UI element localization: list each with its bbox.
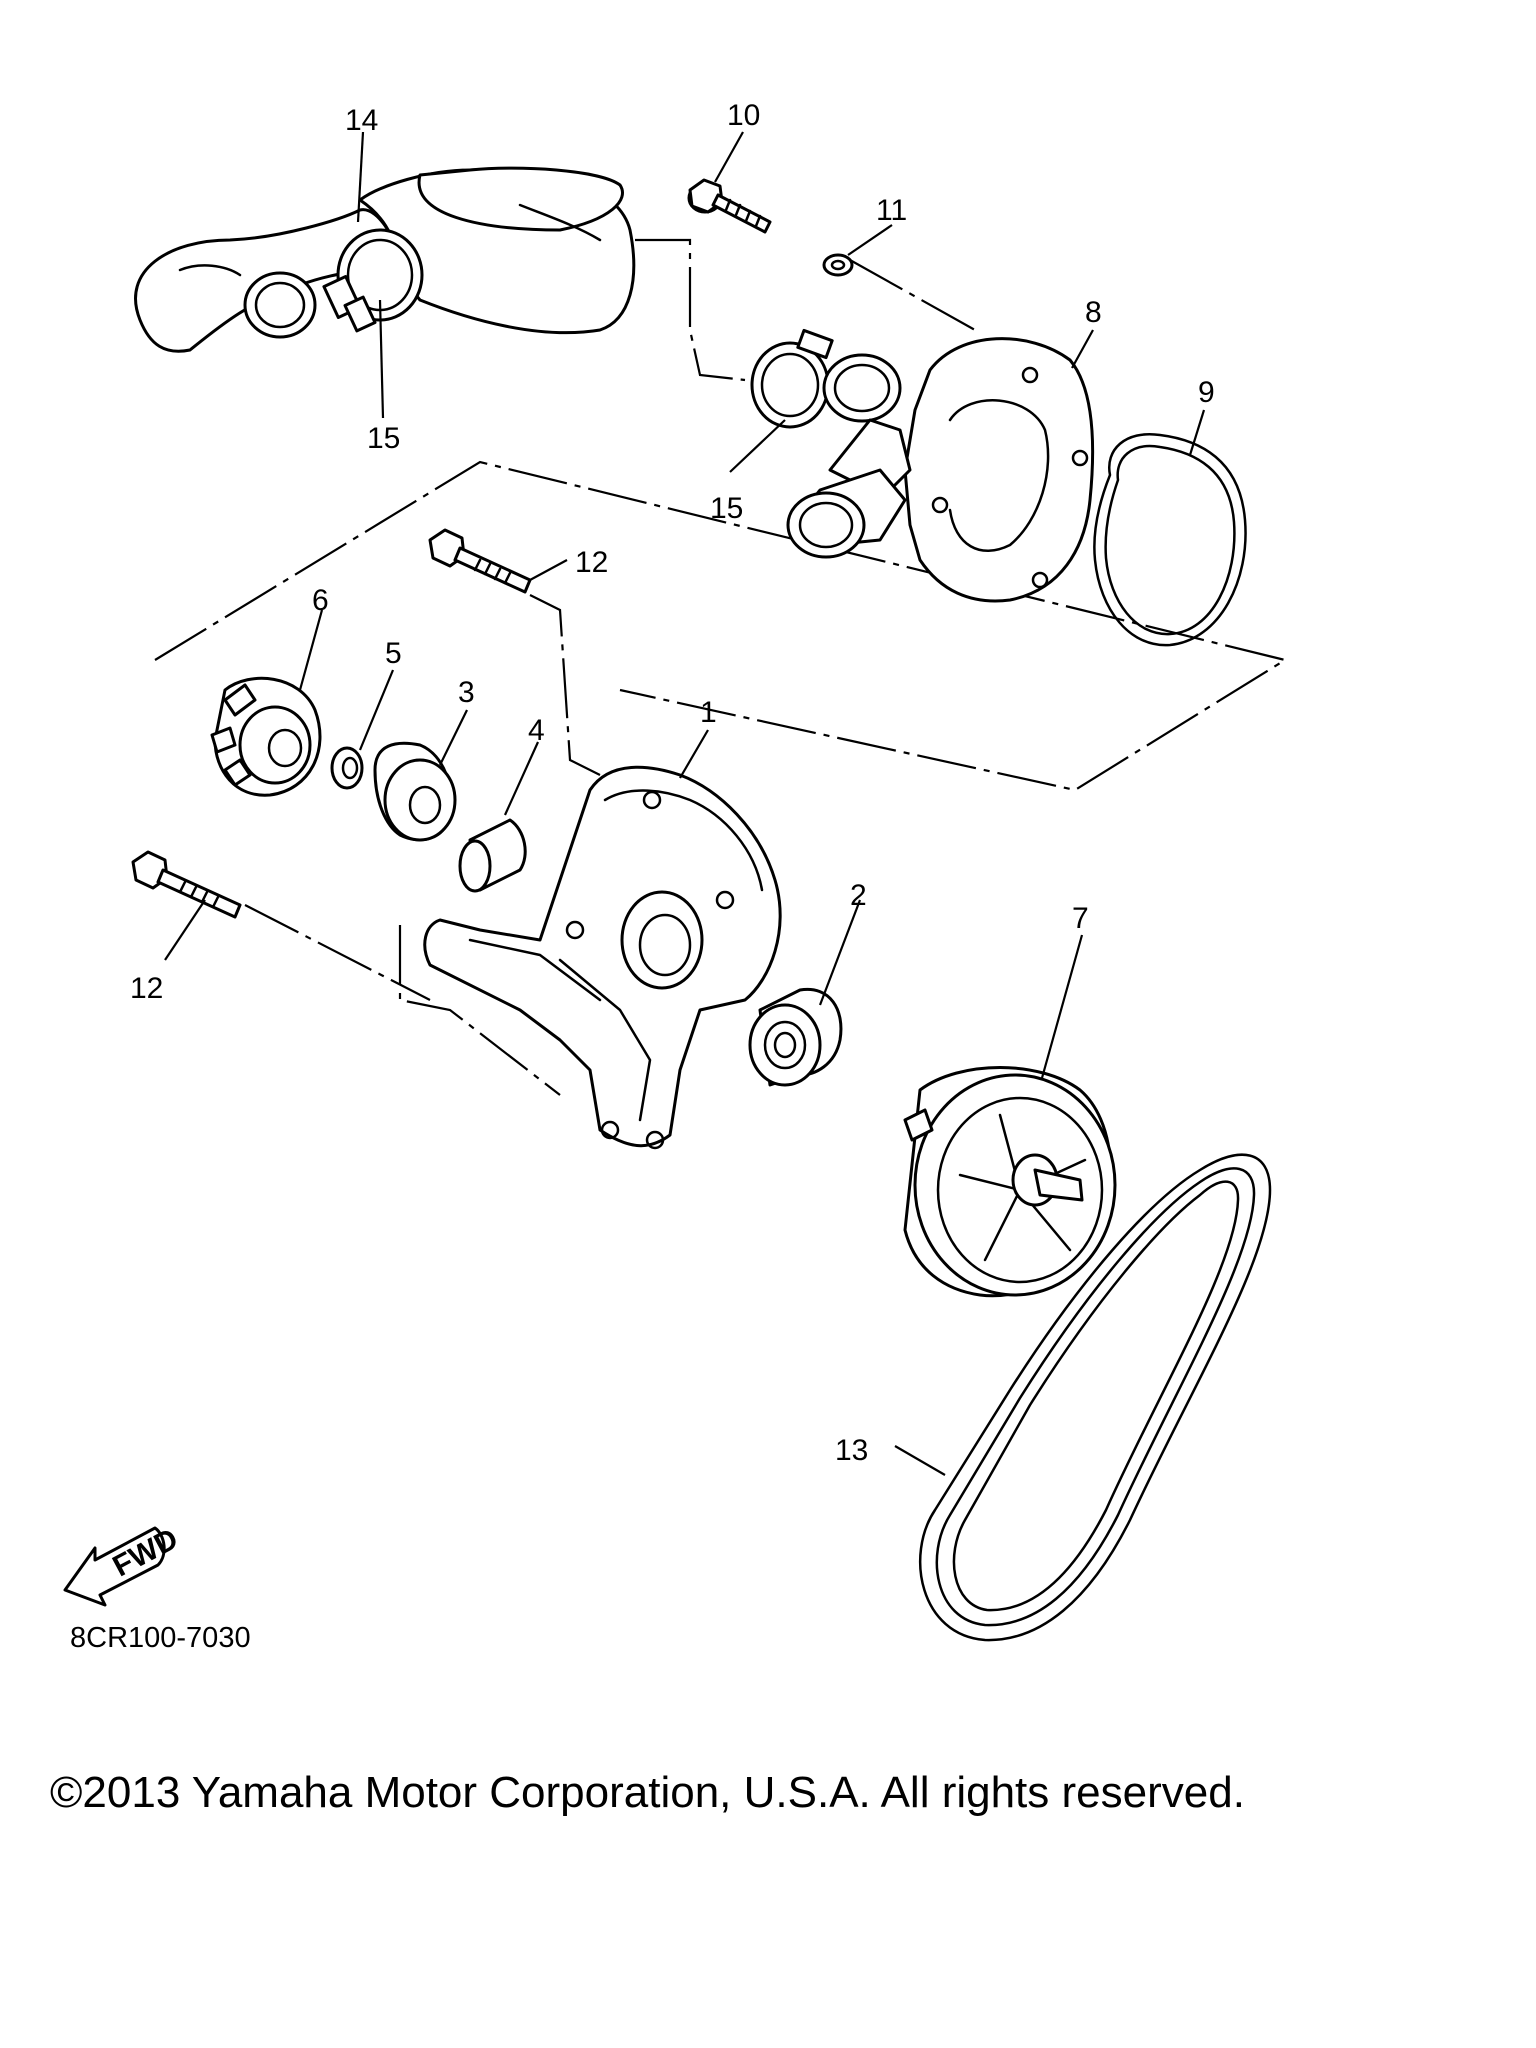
part-2-bearing <box>748 987 843 1087</box>
part-8-pump-cover <box>786 337 1095 603</box>
callout-13: 13 <box>835 1434 868 1467</box>
callout-9: 9 <box>1198 376 1215 409</box>
part-1-pump-housing <box>423 765 782 1150</box>
fwd-arrow-icon: FWD <box>63 1522 183 1607</box>
callout-14: 14 <box>345 104 378 137</box>
callout-11: 11 <box>876 194 907 227</box>
part-15-hose-clamp-lower <box>750 328 834 429</box>
callout-8: 8 <box>1085 296 1102 329</box>
part-4-collar <box>458 818 527 893</box>
callout-15-upper: 15 <box>367 422 400 455</box>
callout-12-lower: 12 <box>130 972 163 1005</box>
callout-1: 1 <box>700 696 717 729</box>
part-12-bolt-lower <box>131 850 242 919</box>
callout-2: 2 <box>850 879 867 912</box>
callout-4: 4 <box>528 714 545 747</box>
copyright-notice: ©2013 Yamaha Motor Corporation, U.S.A. A… <box>50 1768 1245 1817</box>
callout-5: 5 <box>385 637 402 670</box>
part-12-bolt-upper <box>428 528 532 594</box>
callout-12-upper: 12 <box>575 546 608 579</box>
part-9-gasket <box>1093 432 1247 647</box>
callout-7: 7 <box>1072 902 1089 935</box>
diagram-code: 8CR100-7030 <box>70 1622 251 1654</box>
part-13-drive-belt <box>918 1153 1272 1642</box>
part-14-hose <box>134 166 636 353</box>
part-15-hose-clamp-upper <box>322 228 424 333</box>
callout-10: 10 <box>727 99 760 132</box>
part-6-impeller <box>210 676 322 797</box>
part-7-pulley <box>903 1066 1117 1298</box>
callout-15-lower: 15 <box>710 492 743 525</box>
part-3-mechanical-seal <box>373 741 457 842</box>
callout-6: 6 <box>312 584 329 617</box>
part-5-washer <box>330 746 364 790</box>
part-11-washer <box>822 253 854 277</box>
part-10-bolt <box>687 178 772 234</box>
callout-3: 3 <box>458 676 475 709</box>
callout-numbers: 14 10 11 8 9 15 15 12 6 5 3 4 1 2 7 12 1… <box>130 99 1215 1467</box>
assembly-lines <box>154 238 1288 1096</box>
callout-leaders <box>164 131 1206 1476</box>
